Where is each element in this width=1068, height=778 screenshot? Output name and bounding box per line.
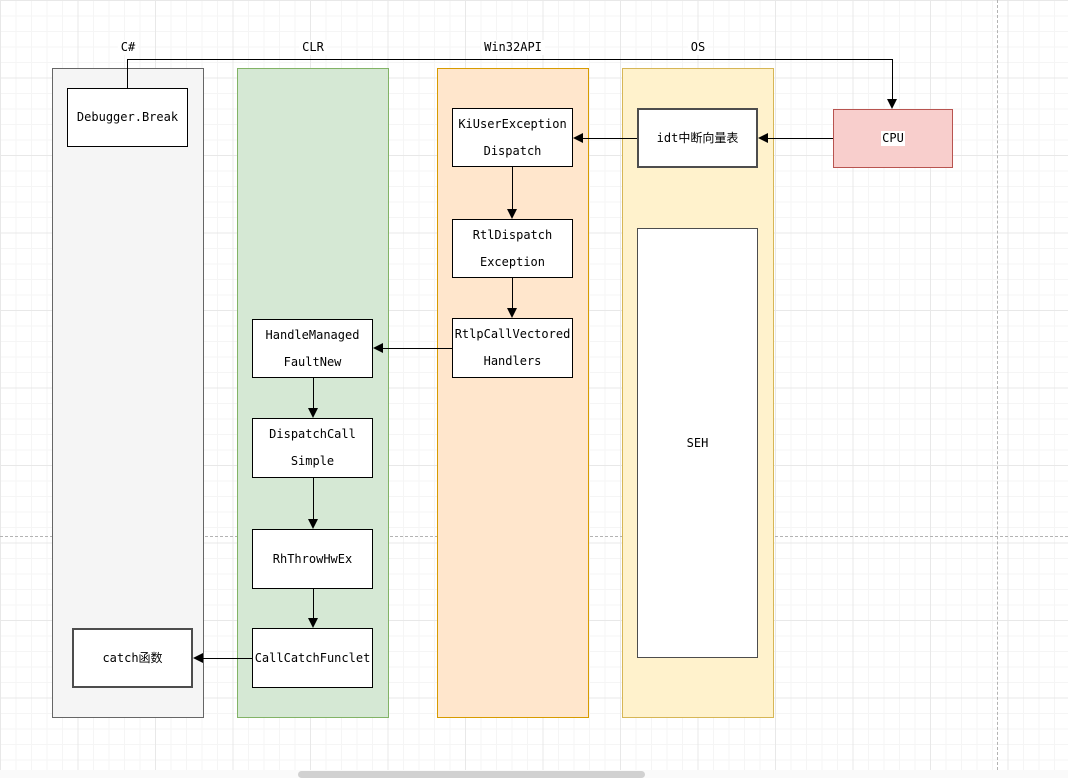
node-cpu[interactable]: CPU: [833, 109, 953, 168]
edge-rhthrow-to-callcatch[interactable]: [313, 589, 314, 619]
edge-debugger-to-cpu-segment[interactable]: [127, 59, 892, 60]
page-break-guide-vertical: [997, 0, 998, 770]
lane-label-csharp: C#: [117, 40, 139, 55]
arrowhead-into-kiuser: [573, 133, 583, 143]
node-catch-function[interactable]: catch函数: [72, 628, 193, 688]
arrowhead-into-rtlpcall: [507, 308, 517, 318]
edge-rtldispatch-to-rtlpcall[interactable]: [512, 278, 513, 309]
arrowhead-into-dispatchcall: [308, 408, 318, 418]
lane-win32api[interactable]: [437, 68, 589, 718]
edge-debugger-to-cpu-segment[interactable]: [892, 59, 893, 100]
lane-label-os: OS: [687, 40, 709, 55]
node-rtl-dispatch-exception[interactable]: RtlDispatch Exception: [452, 219, 573, 278]
edge-handlemanaged-to-dispatchcall[interactable]: [313, 378, 314, 409]
arrowhead-into-handlemanaged: [373, 343, 383, 353]
edge-kiuser-to-rtldispatch[interactable]: [512, 167, 513, 210]
node-rh-throw-hw-ex[interactable]: RhThrowHwEx: [252, 529, 373, 589]
node-dispatch-call-simple[interactable]: DispatchCall Simple: [252, 418, 373, 478]
node-debugger-break[interactable]: Debugger.Break: [67, 88, 188, 147]
edge-dispatchcall-to-rhthrow[interactable]: [313, 478, 314, 520]
arrowhead-into-callcatch: [308, 618, 318, 628]
node-kiuser-exception-dispatch[interactable]: KiUserException Dispatch: [452, 108, 573, 167]
lane-csharp[interactable]: [52, 68, 204, 718]
edge-debugger-to-cpu-segment[interactable]: [127, 59, 128, 88]
node-call-catch-funclet[interactable]: CallCatchFunclet: [252, 628, 373, 688]
node-idt-table[interactable]: idt中断向量表: [637, 108, 758, 168]
lane-label-clr: CLR: [299, 40, 327, 55]
edge-idt-to-kiuser[interactable]: [583, 138, 638, 139]
edge-rtlpcall-to-handlemanaged[interactable]: [382, 348, 452, 349]
horizontal-scrollbar[interactable]: [298, 771, 645, 778]
arrowhead-into-rtldispatch: [507, 209, 517, 219]
arrowhead-into-idt: [758, 133, 768, 143]
arrowhead-into-rhthrow: [308, 519, 318, 529]
arrowhead-into-cpu: [887, 99, 897, 109]
node-handle-managed-fault-new[interactable]: HandleManaged FaultNew: [252, 319, 373, 378]
lane-label-win32api: Win32API: [481, 40, 545, 55]
cpu-label: CPU: [881, 131, 905, 146]
edge-cpu-to-idt[interactable]: [768, 138, 833, 139]
arrowhead-into-catchfn: [193, 653, 203, 663]
node-rtlp-call-vectored-handlers[interactable]: RtlpCallVectored Handlers: [452, 318, 573, 378]
node-seh[interactable]: SEH: [637, 228, 758, 658]
edge-callcatch-to-catchfn[interactable]: [202, 658, 252, 659]
